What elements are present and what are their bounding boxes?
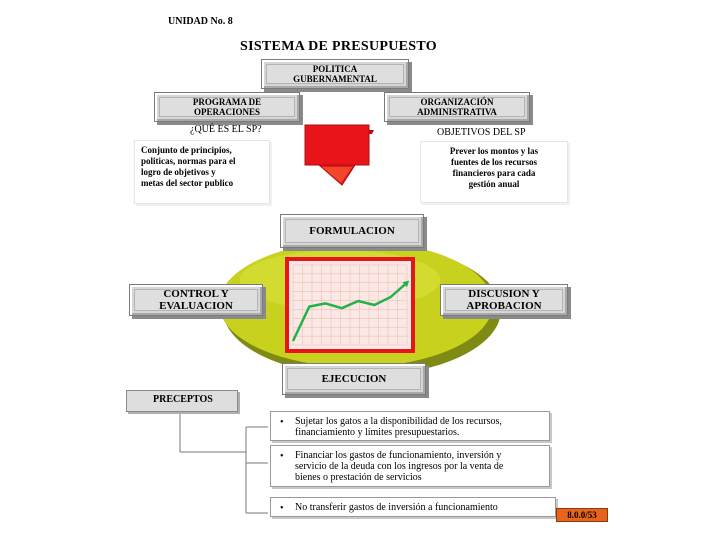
bullet-icon: •	[280, 417, 284, 428]
que-es-label: ¿QUÉ ES EL SP?	[190, 124, 262, 135]
definicion-panel: Conjunto de principios, politicas, norma…	[134, 140, 270, 204]
precepto-item-2: • Financiar los gastos de funcionamiento…	[270, 445, 550, 487]
unit-label: UNIDAD No. 8	[168, 16, 233, 27]
ejecucion-box: EJECUCION	[282, 363, 426, 395]
politica-box: POLITICA GUBERNAMENTAL	[261, 59, 409, 89]
objetivos-line-2: fuentes de los recursos	[450, 157, 538, 167]
formulacion-label: FORMULACION	[309, 225, 395, 237]
programa-line-2: OPERACIONES	[193, 107, 260, 117]
programa-line-1: PROGRAMA DE	[192, 97, 262, 107]
objetivos-line-1: Prever los montos y las	[449, 146, 539, 156]
objetivos-line-3: financieros para cada	[452, 168, 536, 178]
discusion-box: DISCUSION Y APROBACION	[440, 284, 568, 316]
definicion-line-3: logro de objetivos y	[141, 167, 216, 177]
precepto-1-line-2: financiamiento y límites presupuestarios…	[295, 427, 460, 438]
precepto-3-line-1: No transferir gastos de inversión a func…	[295, 502, 498, 513]
politica-line-2: GUBERNAMENTAL	[293, 74, 377, 84]
discusion-line-2: APROBACION	[466, 300, 542, 312]
diagram-title: SISTEMA DE PRESUPUESTO	[240, 39, 437, 54]
precepto-item-3: • No transferir gastos de inversión a fu…	[270, 497, 556, 517]
politica-line-1: POLITICA	[312, 64, 358, 74]
trend-line	[291, 281, 408, 342]
precepto-2-line-3: bienes o prestación de servicios	[295, 472, 422, 483]
control-line-1: CONTROL Y	[163, 288, 229, 300]
precepto-item-1: • Sujetar los gatos a la disponibilidad …	[270, 411, 550, 441]
objetivos-label: OBJETIVOS DEL SP	[437, 127, 526, 138]
programa-box: PROGRAMA DE OPERACIONES	[154, 92, 300, 122]
discusion-line-1: DISCUSION Y	[468, 288, 540, 300]
control-box: CONTROL Y EVALUACION	[129, 284, 263, 316]
definicion-line-1: Conjunto de principios,	[141, 145, 232, 155]
bullet-icon: •	[280, 503, 284, 514]
definicion-line-4: metas del sector publico	[141, 178, 234, 188]
preceptos-connectors	[179, 411, 268, 514]
precepto-1-line-1: Sujetar los gatos a la disponibilidad de…	[295, 416, 502, 427]
preceptos-label: PRECEPTOS	[153, 394, 213, 405]
definicion-line-2: politicas, normas para el	[141, 156, 236, 166]
trend-graph-grid	[292, 264, 408, 346]
ejecucion-label: EJECUCION	[321, 373, 387, 385]
precepto-2-line-2: servicio de la deuda con los ingresos po…	[295, 461, 504, 472]
organizacion-box: ORGANIZACIÓN ADMINISTRATIVA	[384, 92, 530, 122]
control-line-2: EVALUACION	[159, 300, 233, 312]
objetivos-line-4: gestión anual	[468, 179, 520, 189]
objetivos-panel: Prever los montos y las fuentes de los r…	[420, 141, 568, 203]
formulacion-box: FORMULACION	[280, 214, 424, 248]
organizacion-line-1: ORGANIZACIÓN	[420, 97, 494, 107]
slide-number-tag: 8.0.0/53	[556, 508, 608, 522]
trend-arrowhead-icon	[402, 280, 410, 288]
down-arrow-icon	[304, 124, 374, 186]
precepto-2-line-1: Financiar los gastos de funcionamiento, …	[295, 450, 502, 461]
bullet-icon: •	[280, 451, 284, 462]
preceptos-box: PRECEPTOS	[126, 390, 238, 412]
organizacion-line-2: ADMINISTRATIVA	[417, 107, 497, 117]
